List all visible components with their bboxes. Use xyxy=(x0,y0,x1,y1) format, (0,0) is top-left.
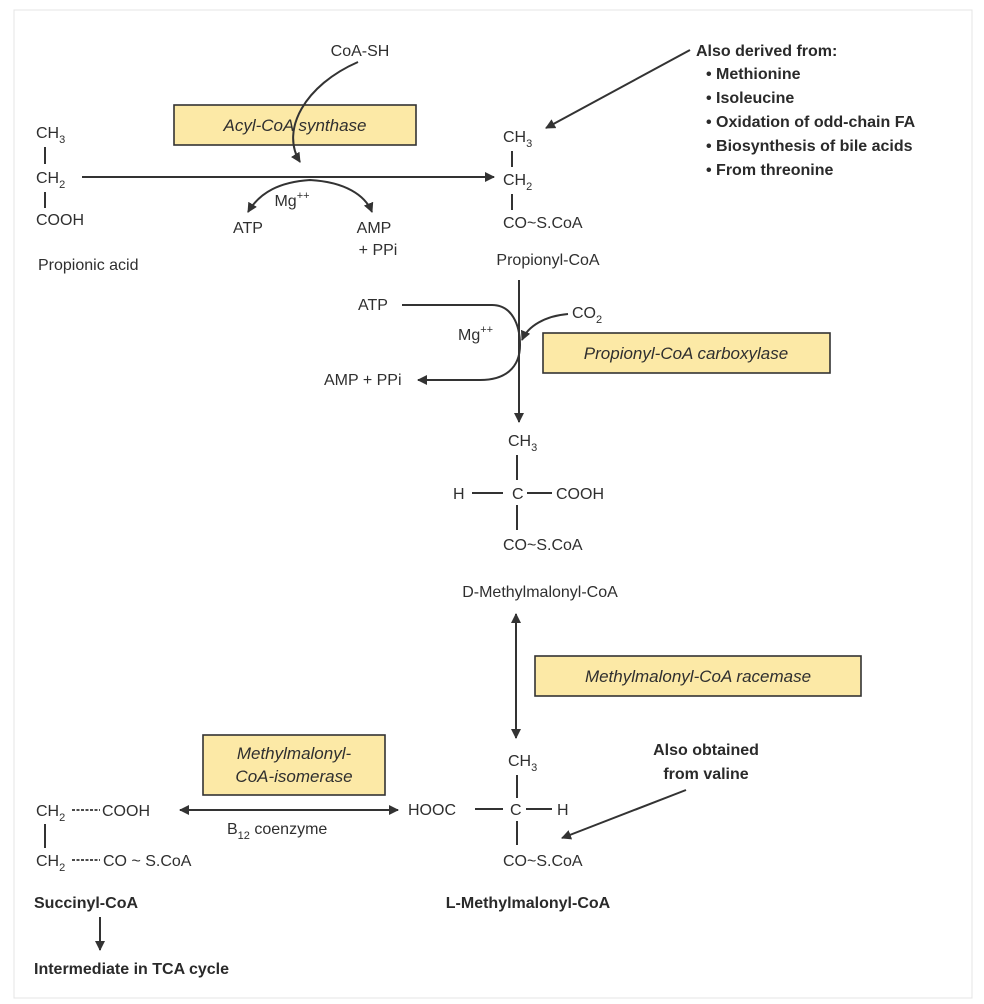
succinyl-coa-name: Succinyl-CoA xyxy=(34,895,138,912)
amp-label-1: AMP xyxy=(357,220,392,237)
enzyme-methylmalonyl-coa-racemase: Methylmalonyl-CoA racemase xyxy=(585,667,811,686)
co2-arrow xyxy=(520,313,569,341)
also-derived-item: • Methionine xyxy=(706,66,801,83)
atp-label-2: ATP xyxy=(358,297,388,314)
enzyme-box-methylmalonyl-coa-racemase xyxy=(534,655,862,697)
mg-label-2: Mg++ xyxy=(458,324,493,344)
svg-text:HOOC: HOOC xyxy=(408,802,456,819)
svg-text:C: C xyxy=(510,802,522,819)
also-derived-item: • Biosynthesis of bile acids xyxy=(706,138,913,155)
svg-text:CH2: CH2 xyxy=(36,170,65,191)
diagram-frame xyxy=(13,9,973,999)
propionyl-cosc: CO~S.CoA xyxy=(503,215,583,232)
svg-text:H: H xyxy=(453,486,465,503)
propionyl-coa-structure: CH3 CH2 CO~S.CoA xyxy=(503,129,583,232)
d-methylmalonyl-structure: CH3 H C COOH CO~S.CoA xyxy=(453,433,604,554)
enzyme-box-propionyl-coa-carboxylase xyxy=(542,332,831,374)
svg-text:CH3: CH3 xyxy=(508,753,537,774)
valine-arrow xyxy=(561,789,687,840)
b12-coenzyme-label: B12 coenzyme xyxy=(227,821,327,842)
atp-amp-arc-arrow xyxy=(247,178,374,213)
l-methylmalonyl-structure: CH3 HOOC C H CO~S.CoA xyxy=(408,753,583,870)
propionic-acid-structure: CH3 CH2 COOH xyxy=(36,125,84,229)
coa-sh-arrow xyxy=(290,61,359,163)
enzyme-propionyl-coa-carboxylase: Propionyl-CoA carboxylase xyxy=(584,344,788,363)
enzyme-box-methylmalonyl-coa-isomerase xyxy=(202,734,386,796)
svg-text:CO ~ S.CoA: CO ~ S.CoA xyxy=(103,853,192,870)
tca-intermediate-label: Intermediate in TCA cycle xyxy=(34,961,229,978)
also-derived-arrow xyxy=(545,49,691,129)
amp-ppi-label-2: AMP + PPi xyxy=(324,372,402,389)
also-derived-item: • From threonine xyxy=(706,162,833,179)
svg-text:CH2: CH2 xyxy=(503,172,532,193)
also-obtained-line2: from valine xyxy=(663,766,748,783)
propionyl-coa-name: Propionyl-CoA xyxy=(496,252,599,269)
ppi-label-1: + PPi xyxy=(359,242,398,259)
atp-amp-loop-arrow xyxy=(402,304,522,385)
mg-label-1: Mg++ xyxy=(274,190,309,210)
also-obtained-line1: Also obtained xyxy=(653,742,759,759)
svg-text:COOH: COOH xyxy=(102,803,150,820)
l-methylmalonyl-coa-name: L-Methylmalonyl-CoA xyxy=(446,895,611,912)
co2-label: CO2 xyxy=(572,305,602,326)
atp-label-1: ATP xyxy=(233,220,263,237)
svg-text:CO~S.CoA: CO~S.CoA xyxy=(503,537,583,554)
svg-text:CH2: CH2 xyxy=(36,803,65,824)
propionic-cooh: COOH xyxy=(36,212,84,229)
coa-sh-label: CoA-SH xyxy=(331,43,390,60)
enzyme-isomerase-line1: Methylmalonyl- xyxy=(237,744,352,763)
propionic-acid-name: Propionic acid xyxy=(38,257,139,274)
svg-text:CH3: CH3 xyxy=(503,129,532,150)
also-derived-item: • Isoleucine xyxy=(706,90,794,107)
succinyl-coa-structure: CH2 COOH CH2 CO ~ S.CoA xyxy=(36,803,192,874)
svg-text:CH3: CH3 xyxy=(508,433,537,454)
svg-text:CH2: CH2 xyxy=(36,853,65,874)
svg-text:COOH: COOH xyxy=(556,486,604,503)
svg-text:H: H xyxy=(557,802,569,819)
svg-text:C: C xyxy=(512,486,524,503)
svg-text:CO~S.CoA: CO~S.CoA xyxy=(503,853,583,870)
enzyme-isomerase-line2: CoA-isomerase xyxy=(235,767,352,786)
svg-text:CH3: CH3 xyxy=(36,125,65,146)
also-derived-item: • Oxidation of odd-chain FA xyxy=(706,114,916,131)
also-derived-title: Also derived from: xyxy=(696,43,837,60)
also-derived-list: Also derived from: • Methionine • Isoleu… xyxy=(696,43,916,179)
d-methylmalonyl-coa-name: D-Methylmalonyl-CoA xyxy=(462,584,618,601)
